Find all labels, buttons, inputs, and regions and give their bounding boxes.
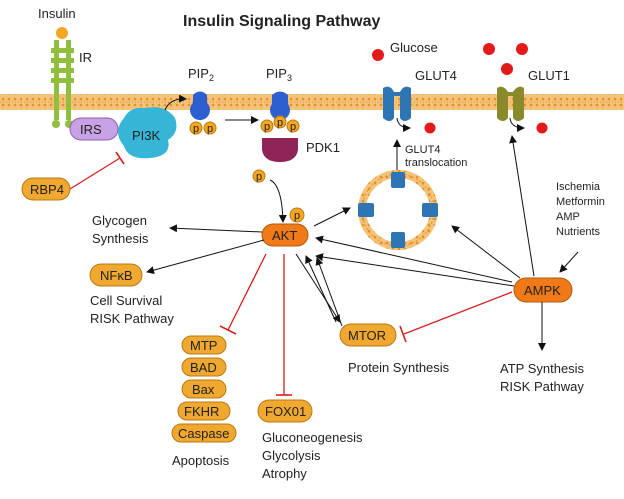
ampk-to-glut1-arrow	[509, 135, 535, 277]
glut1-label: GLUT1	[528, 68, 570, 83]
glut4-translocation-label-1: GLUT4	[405, 144, 440, 156]
ampk-node: AMPK	[513, 277, 573, 303]
akt-to-nfkb-arrow	[146, 239, 265, 275]
ischemia-label: Ischemia	[556, 181, 601, 193]
akt-inhibits-apoptosis-line	[227, 253, 267, 331]
akt-to-mtor-arrow	[295, 253, 341, 323]
mtor-to-akt-arrow-2	[315, 257, 343, 327]
metformin-label: Metformin	[556, 196, 605, 208]
svg-text:p: p	[207, 123, 213, 135]
mtor-node: MTOR	[339, 323, 397, 347]
glut4-translocation-label-2: translocation	[405, 157, 467, 169]
insulin-molecule-icon	[56, 27, 68, 39]
akt-label: AKT	[272, 228, 297, 243]
svg-text:p: p	[193, 123, 199, 135]
pi3k-node: PI3K	[118, 107, 177, 159]
pip2-node: PIP2 p p	[188, 66, 217, 135]
ampk-inhibits-mtor-line	[403, 291, 513, 335]
cell-survival-label-2: RISK Pathway	[90, 311, 174, 326]
glucose-molecule-icon	[372, 49, 384, 61]
ir-label: IR	[79, 50, 92, 65]
stimuli-to-ampk-arrow	[559, 251, 579, 273]
akt-to-vesicle-arrow	[313, 207, 351, 227]
pip2-label: PIP2	[188, 66, 214, 83]
diagram-title: Insulin Signaling Pathway	[183, 13, 380, 30]
pdk1-node: PDK1 p	[252, 138, 340, 183]
insulin-receptor: Insulin IR	[38, 6, 92, 128]
atrophy-label: Atrophy	[262, 466, 307, 481]
caspase-label: Caspase	[178, 426, 229, 441]
insulin-label: Insulin	[38, 6, 76, 21]
mtor-label: MTOR	[348, 328, 386, 343]
glut4-vesicle	[358, 170, 438, 250]
rbp4-node: RBP4	[21, 177, 71, 201]
cell-survival-label-1: Cell Survival	[90, 293, 162, 308]
ampk-to-akt-arrow	[315, 235, 513, 283]
glucose-label: Glucose	[390, 40, 438, 55]
nutrients-label: Nutrients	[556, 226, 601, 238]
mtor-to-akt-arrow	[305, 255, 337, 323]
svg-text:p: p	[277, 117, 283, 129]
ampk-to-akt-arrow-2	[315, 253, 515, 287]
pi3k-label: PI3K	[132, 128, 161, 143]
svg-text:p: p	[294, 210, 300, 222]
pip3-label: PIP3	[266, 66, 292, 83]
ampk-label: AMPK	[524, 283, 561, 298]
atp-synthesis-label: ATP Synthesis	[500, 361, 585, 376]
glycolysis-label: Glycolysis	[262, 448, 321, 463]
bad-label: BAD	[190, 360, 217, 375]
svg-text:p: p	[264, 121, 270, 133]
cell-membrane	[0, 94, 624, 110]
nfkb-label: NFκB	[100, 268, 133, 283]
glut4-transporter: Glucose GLUT4	[372, 40, 457, 134]
svg-text:p: p	[256, 171, 262, 183]
fox01-label: FOX01	[265, 404, 306, 419]
pdk1-to-akt-arrow	[269, 179, 287, 223]
apoptosis-group: MTP BAD Bax FKHR Caspase Apoptosis	[171, 335, 237, 468]
akt-to-glycogen-arrow	[169, 224, 263, 233]
glut4-label: GLUT4	[415, 68, 457, 83]
mtp-label: MTP	[190, 338, 217, 353]
gluconeogenesis-label: Gluconeogenesis	[262, 430, 363, 445]
rbp4-inhibits-pi3k-line	[69, 157, 121, 190]
fox01-node: FOX01	[257, 399, 313, 423]
rbp4-label: RBP4	[30, 182, 64, 197]
bax-label: Bax	[192, 382, 215, 397]
protein-synthesis-label: Protein Synthesis	[348, 360, 450, 375]
glycogen-synthesis-label-2: Synthesis	[92, 231, 149, 246]
nfkb-node: NFκB	[89, 263, 143, 287]
glycogen-synthesis-label-1: Glycogen	[92, 213, 147, 228]
pip3-node: PIP3 p p p	[260, 66, 300, 133]
amp-label: AMP	[556, 211, 580, 223]
pdk1-label: PDK1	[306, 140, 340, 155]
pi3k-to-pip2-arrow	[164, 94, 187, 111]
akt-node: AKT p	[261, 207, 309, 247]
irs-node: IRS	[69, 117, 119, 141]
glut1-transporter: GLUT1	[483, 43, 570, 134]
svg-text:p: p	[290, 121, 296, 133]
ampk-to-vesicle-arrow	[451, 225, 521, 279]
atp-risk-pathway-label: RISK Pathway	[500, 379, 584, 394]
fkhr-label: FKHR	[184, 404, 219, 419]
irs-label: IRS	[80, 122, 102, 137]
apoptosis-label: Apoptosis	[172, 453, 230, 468]
